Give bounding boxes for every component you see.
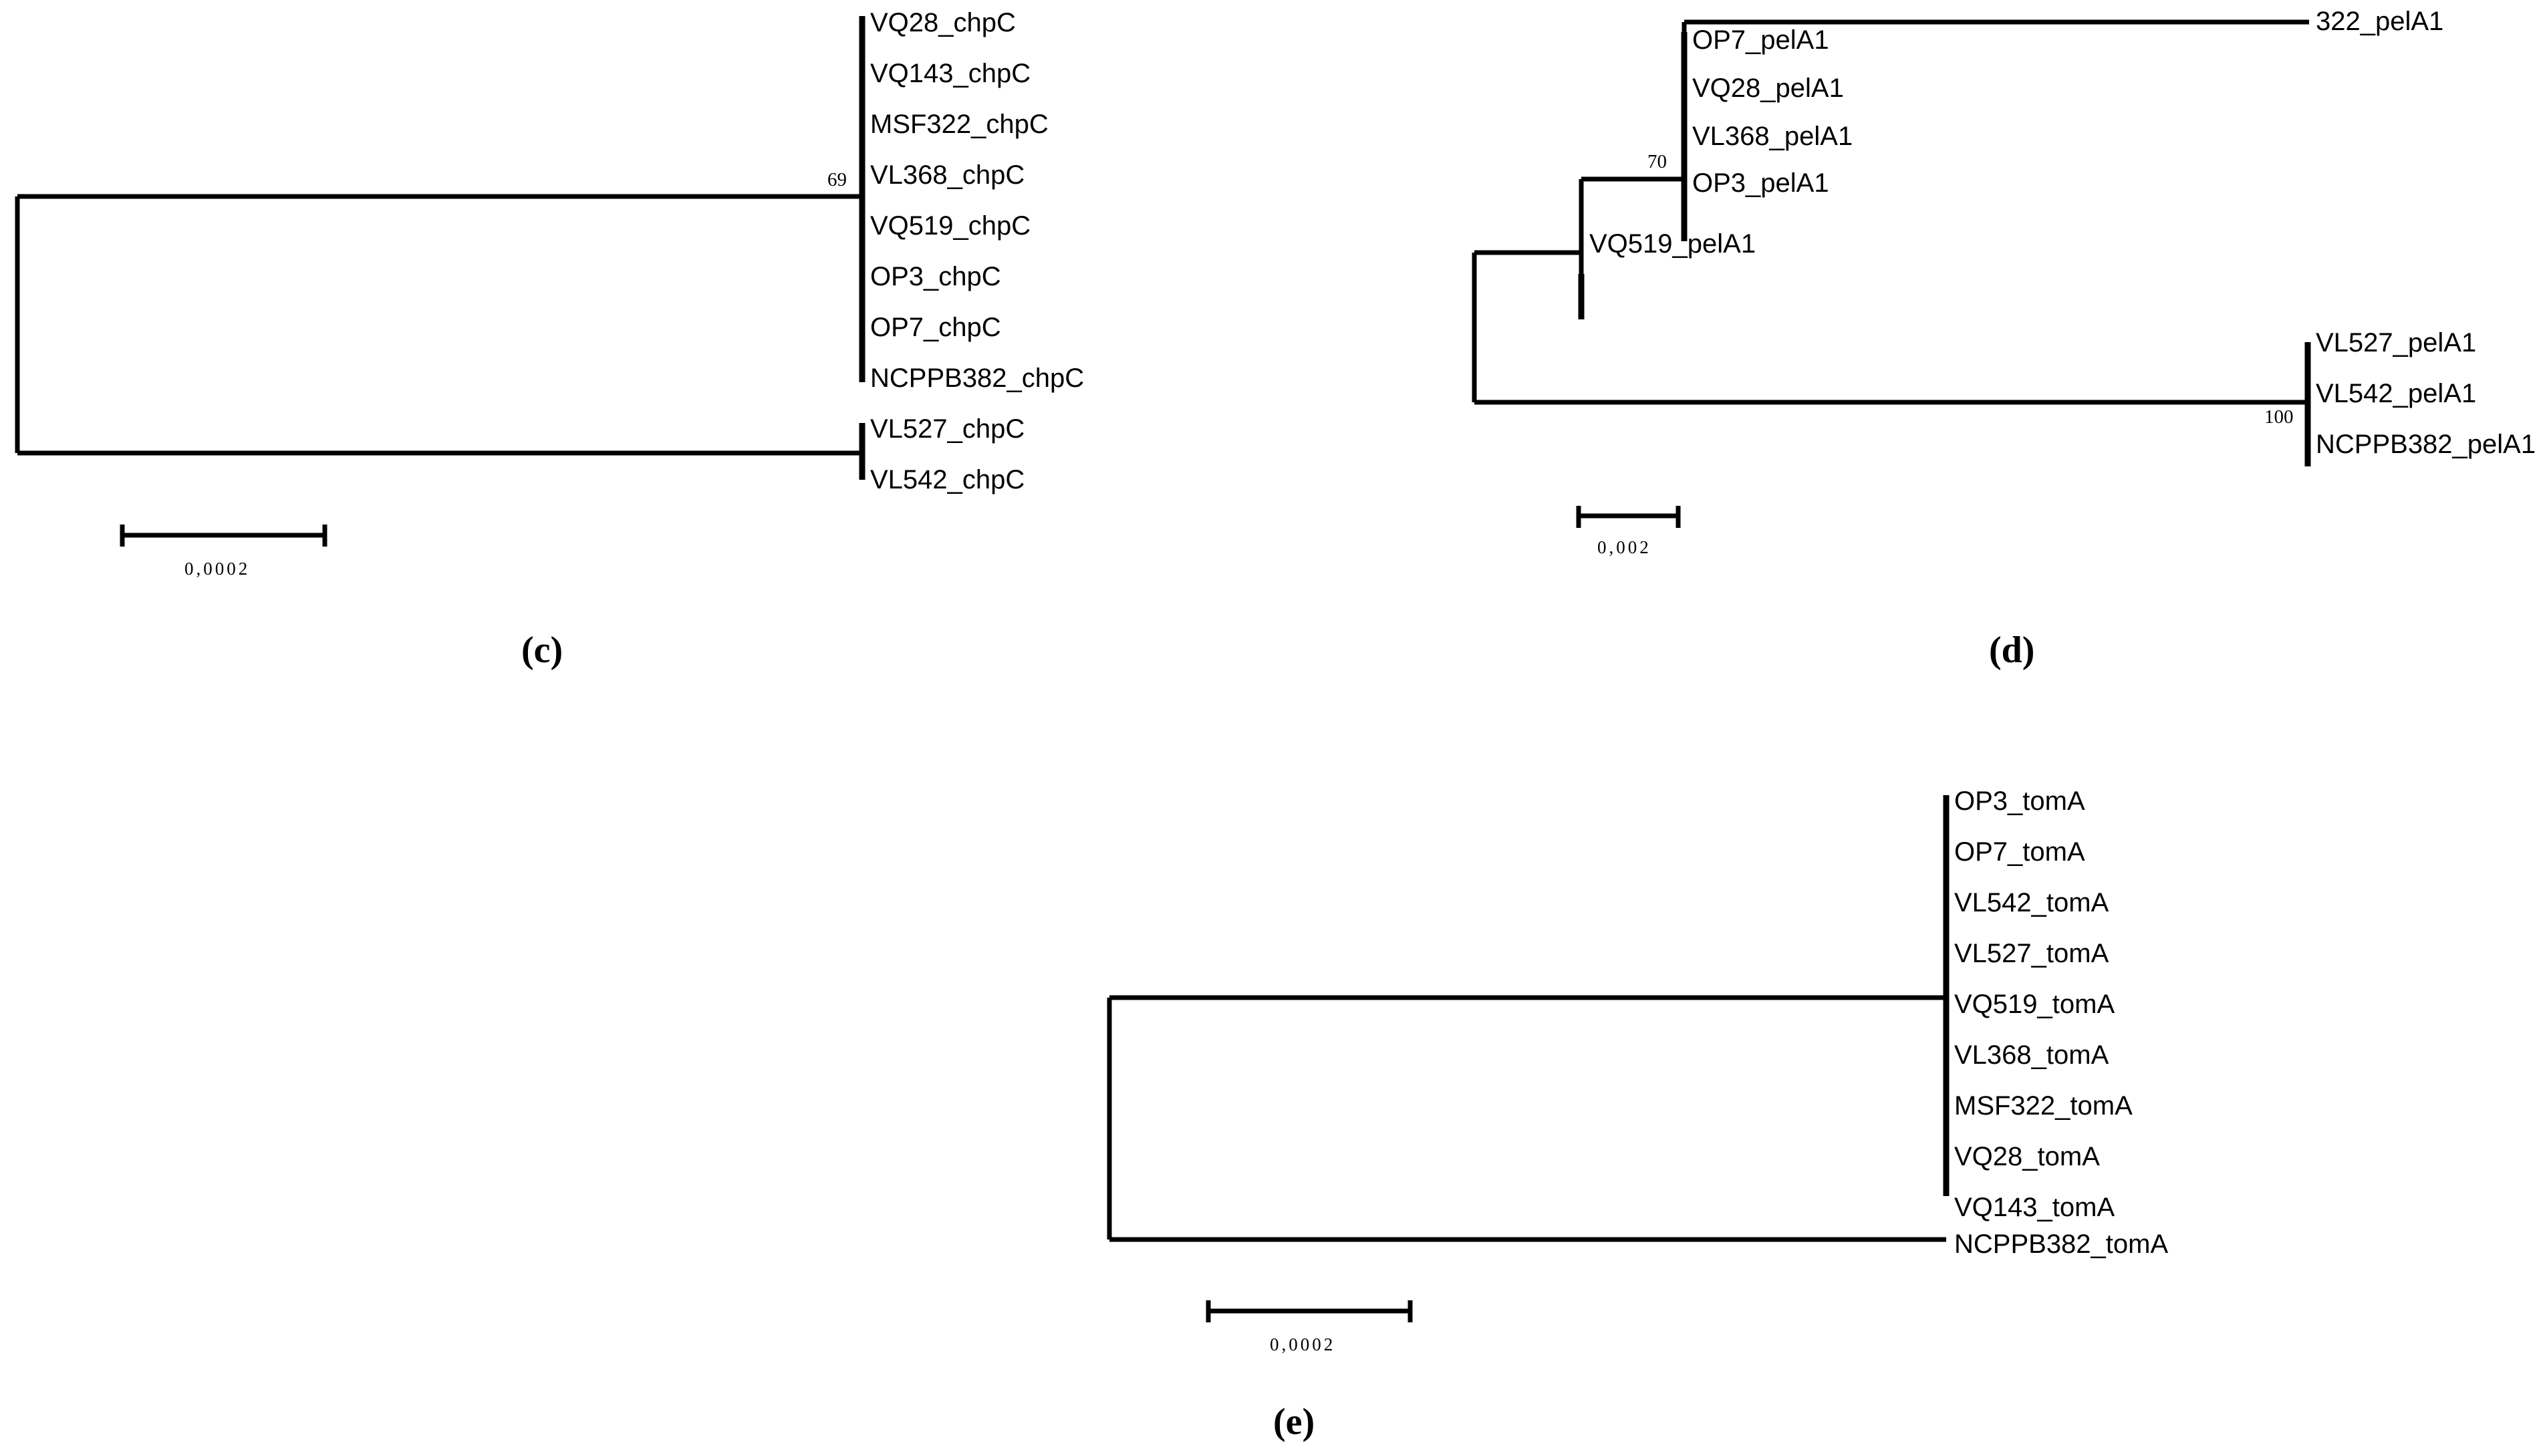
tip-label: VL542_pelA1: [2316, 379, 2477, 408]
panel-e-toma-tree: OP3_tomA OP7_tomA VL542_tomA VL527_tomA …: [0, 735, 2543, 1456]
scale-bar-label: 0,002: [1597, 537, 1651, 557]
tip-label: VL527_pelA1: [2316, 328, 2477, 357]
panel-letter-d: (d): [1989, 629, 2035, 671]
tip-label: NCPPB382_tomA: [1954, 1229, 2169, 1259]
bootstrap-value: 70: [1647, 151, 1667, 172]
scale-bar-label: 0,0002: [184, 559, 251, 579]
bootstrap-value: 100: [2264, 406, 2294, 428]
tip-label: VL527_tomA: [1954, 939, 2109, 968]
bootstrap-value: 69: [827, 169, 847, 190]
tip-label: VL542_tomA: [1954, 888, 2109, 917]
tip-label: VL368_tomA: [1954, 1040, 2109, 1070]
tip-label: NCPPB382_pelA1: [2316, 430, 2536, 459]
tip-label: VQ519_tomA: [1954, 990, 2115, 1019]
tip-label: MSF322_chpC: [870, 110, 1049, 139]
tip-label: MSF322_tomA: [1954, 1091, 2133, 1121]
panel-e-branches: [1107, 995, 1946, 1242]
tip-label: VQ519_chpC: [870, 211, 1031, 241]
tip-label: OP7_chpC: [870, 313, 1001, 342]
panel-d-tip-bars: [1578, 32, 2311, 466]
tip-label: OP3_chpC: [870, 262, 1001, 291]
tip-label: VL542_chpC: [870, 465, 1025, 494]
tip-label: VL368_pelA1: [1692, 122, 1853, 151]
tip-label: OP7_pelA1: [1692, 25, 1829, 55]
panel-c-branches: [15, 194, 862, 456]
panel-d-scale-bar: [1576, 506, 1681, 528]
panel-e-scale-bar: [1206, 1300, 1413, 1322]
tip-label: NCPPB382_chpC: [870, 363, 1085, 393]
panel-d-branches: [1472, 19, 2309, 405]
tip-label: VQ143_chpC: [870, 59, 1031, 88]
tip-label: VQ519_pelA1: [1589, 229, 1756, 259]
panel-c-chpc-tree: VQ28_chpC VQ143_chpC MSF322_chpC VL368_c…: [0, 0, 1203, 735]
tip-label: OP3_pelA1: [1692, 168, 1829, 198]
scale-bar-label: 0,0002: [1270, 1334, 1336, 1354]
tip-label: VL368_chpC: [870, 160, 1025, 190]
tip-label: VL527_chpC: [870, 414, 1025, 444]
tip-label: VQ28_chpC: [870, 8, 1016, 37]
tip-label: 322_pelA1: [2316, 7, 2444, 36]
tip-label: OP3_tomA: [1954, 786, 2085, 816]
panel-letter-e: (e): [1273, 1401, 1315, 1443]
panel-letter-c: (c): [521, 629, 563, 671]
tip-label: VQ143_tomA: [1954, 1193, 2115, 1222]
panel-c-scale-bar: [120, 525, 327, 547]
tip-label: VQ28_pelA1: [1692, 74, 1844, 103]
panel-c-tree-lines: [15, 16, 865, 547]
tip-label: VQ28_tomA: [1954, 1142, 2100, 1171]
panel-d-pela1-tree: 322_pelA1 OP7_pelA1 VQ28_pelA1 VL368_pel…: [1203, 0, 2543, 735]
panel-d-tree-lines: [1472, 19, 2311, 528]
tip-label: OP7_tomA: [1954, 837, 2085, 867]
panel-e-tree-lines: [1107, 795, 1950, 1322]
